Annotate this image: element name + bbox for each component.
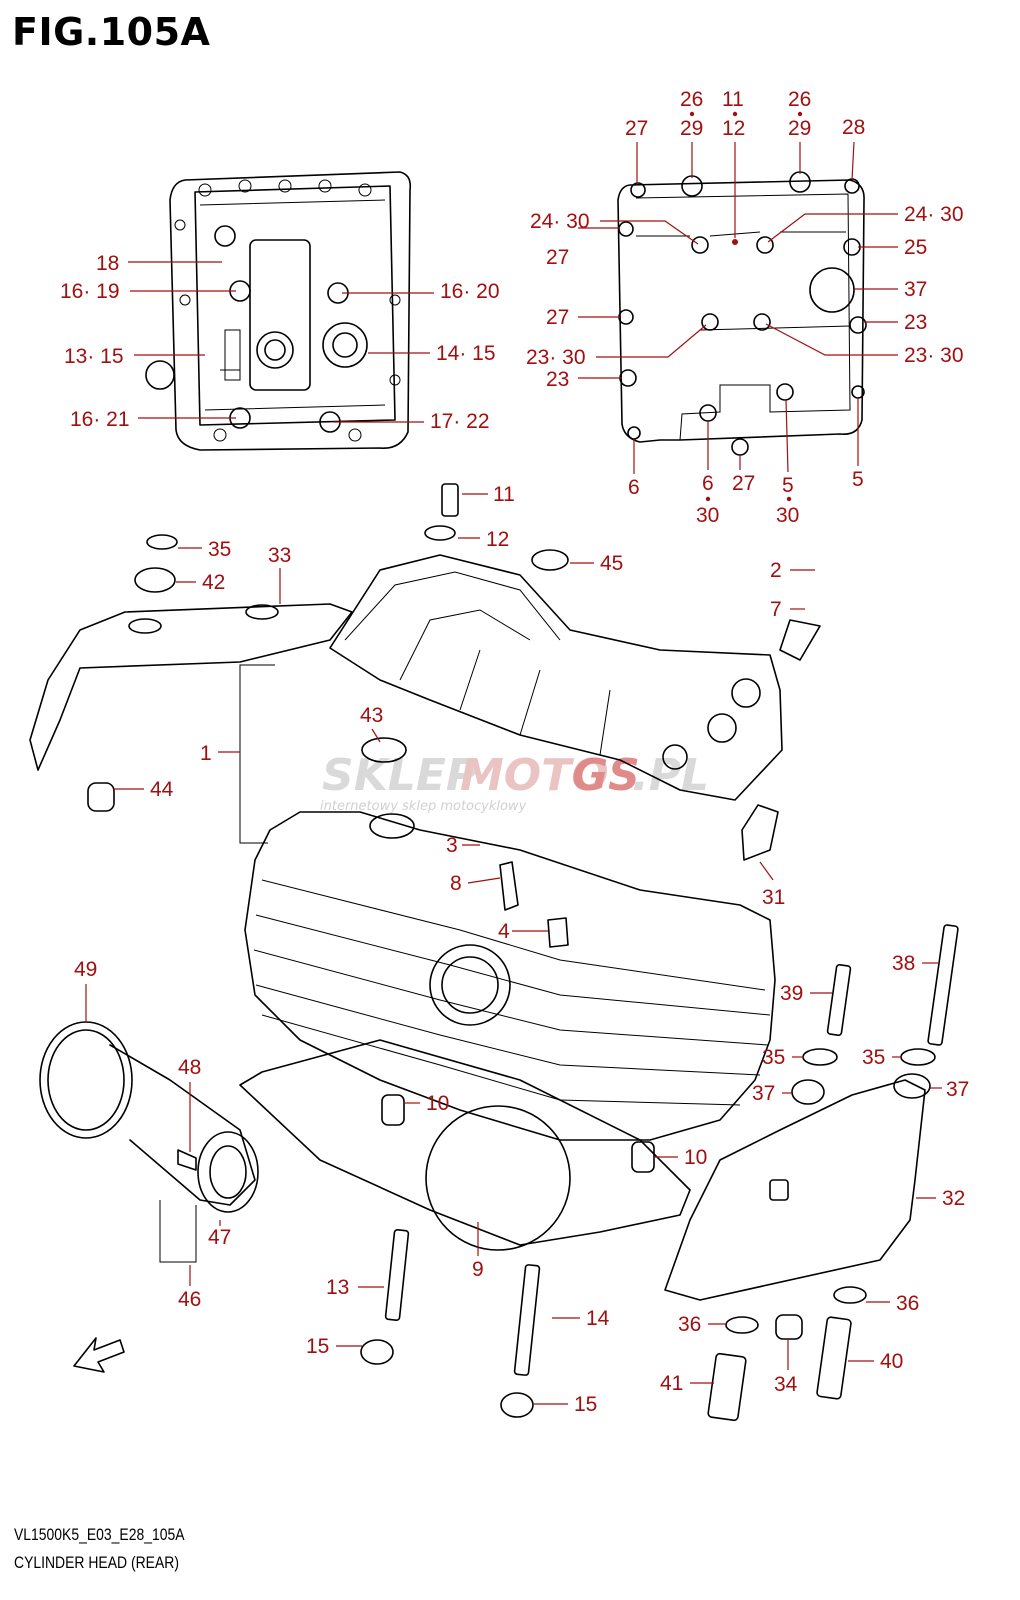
callout-6-b: 6 — [702, 472, 714, 495]
watermark-brand-b: MOTO — [460, 750, 609, 801]
callout-13-15: 13· 15 — [64, 345, 124, 368]
callout-23-30-b: 23· 30 — [904, 344, 964, 367]
callout-3: 3 — [446, 834, 458, 857]
callout-38: 38 — [892, 952, 915, 975]
callout-37-b: 37 — [946, 1078, 969, 1101]
callout-2: 2 — [770, 559, 782, 582]
callout-29-a: 29 — [680, 117, 703, 140]
figure-caption: CYLINDER HEAD (REAR) — [14, 1553, 179, 1572]
fwd-arrow-icon — [73, 1337, 125, 1373]
callout-24-30-b: 24· 30 — [904, 203, 964, 226]
callout-46: 46 — [178, 1288, 201, 1311]
callout-10-b: 10 — [684, 1146, 707, 1169]
callout-48: 48 — [178, 1056, 201, 1079]
model-code: VL1500K5_E03_E28_105A — [14, 1525, 185, 1544]
callout-23-30-a: 23· 30 — [526, 346, 586, 369]
callout-29-b: 29 — [788, 117, 811, 140]
callout-17-22: 17· 22 — [430, 410, 490, 433]
callout-24-30-a: 24· 30 — [530, 210, 590, 233]
main-callouts: 11 12 45 35 33 42 2 7 43 1 44 3 8 31 4 4… — [74, 483, 969, 1416]
callout-16-19: 16· 19 — [60, 280, 120, 303]
callout-26-a: 26 — [680, 88, 703, 111]
callout-13: 13 — [326, 1276, 349, 1299]
inset-head-top-view — [145, 171, 412, 451]
callout-49: 49 — [74, 958, 97, 981]
callout-34: 34 — [774, 1373, 798, 1396]
callout-40: 40 — [880, 1350, 903, 1373]
inset-right-callouts: 26 11 26 27 29 12 29 28 24· 30 24· 30 27… — [526, 88, 964, 527]
callout-30-a: 30 — [696, 504, 719, 527]
callout-10-a: 10 — [426, 1092, 449, 1115]
watermark-tagline: internetowy sklep motocyklowy — [320, 799, 527, 814]
watermark: SKLEP MOTO GS .PL internetowy sklep moto… — [320, 750, 709, 814]
callout-36-b: 36 — [896, 1292, 919, 1315]
main-exploded-view — [29, 483, 959, 1422]
inset-cover-bottom-view — [617, 171, 867, 456]
callout-5-a: 5 — [782, 474, 794, 497]
callout-41: 41 — [660, 1372, 683, 1395]
callout-45: 45 — [600, 552, 623, 575]
callout-27-d: 27 — [732, 472, 755, 495]
callout-8: 8 — [450, 872, 462, 895]
callout-33: 33 — [268, 544, 291, 567]
callout-27-c: 27 — [546, 306, 569, 329]
watermark-brand-c: GS — [572, 750, 640, 801]
callout-35-a: 35 — [208, 538, 231, 561]
callout-9: 9 — [472, 1258, 484, 1281]
callout-35-b: 35 — [762, 1046, 785, 1069]
callout-31: 31 — [762, 886, 785, 909]
callout-23-a: 23 — [904, 311, 927, 334]
callout-11: 11 — [493, 483, 515, 506]
callout-36-a: 36 — [678, 1313, 701, 1336]
callout-14: 14 — [586, 1307, 610, 1330]
callout-16-20: 16· 20 — [440, 280, 500, 303]
callout-27-b: 27 — [546, 246, 569, 269]
callout-39: 39 — [780, 982, 803, 1005]
callout-1: 1 — [200, 742, 212, 765]
callout-12-inset: 12 — [722, 117, 745, 140]
callout-15-a: 15 — [306, 1335, 329, 1358]
callout-18: 18 — [96, 252, 119, 275]
callout-37-a: 37 — [752, 1082, 775, 1105]
callout-26-b: 26 — [788, 88, 811, 111]
callout-42: 42 — [202, 571, 225, 594]
callout-25: 25 — [904, 236, 927, 259]
callout-15-b: 15 — [574, 1393, 597, 1416]
callout-11-inset: 11 — [722, 88, 744, 111]
callout-14-15: 14· 15 — [436, 342, 496, 365]
callout-32: 32 — [942, 1187, 965, 1210]
callout-27-a: 27 — [625, 117, 648, 140]
callout-6-a: 6 — [628, 476, 640, 499]
callout-30-b: 30 — [776, 504, 799, 527]
callout-37-inset: 37 — [904, 278, 927, 301]
callout-28: 28 — [842, 116, 865, 139]
callout-4: 4 — [498, 920, 510, 943]
inset-left-callouts: 18 16· 19 13· 15 16· 21 16· 20 14· 15 17… — [60, 252, 500, 433]
figure-title: FIG.105A — [12, 10, 211, 54]
callout-35-c: 35 — [862, 1046, 885, 1069]
callout-43: 43 — [360, 704, 383, 727]
callout-12: 12 — [486, 528, 509, 551]
callout-47: 47 — [208, 1226, 231, 1249]
callout-23-b: 23 — [546, 368, 569, 391]
callout-16-21: 16· 21 — [70, 408, 130, 431]
callout-7: 7 — [770, 598, 782, 621]
callout-44: 44 — [150, 778, 174, 801]
callout-5-b: 5 — [852, 468, 864, 491]
